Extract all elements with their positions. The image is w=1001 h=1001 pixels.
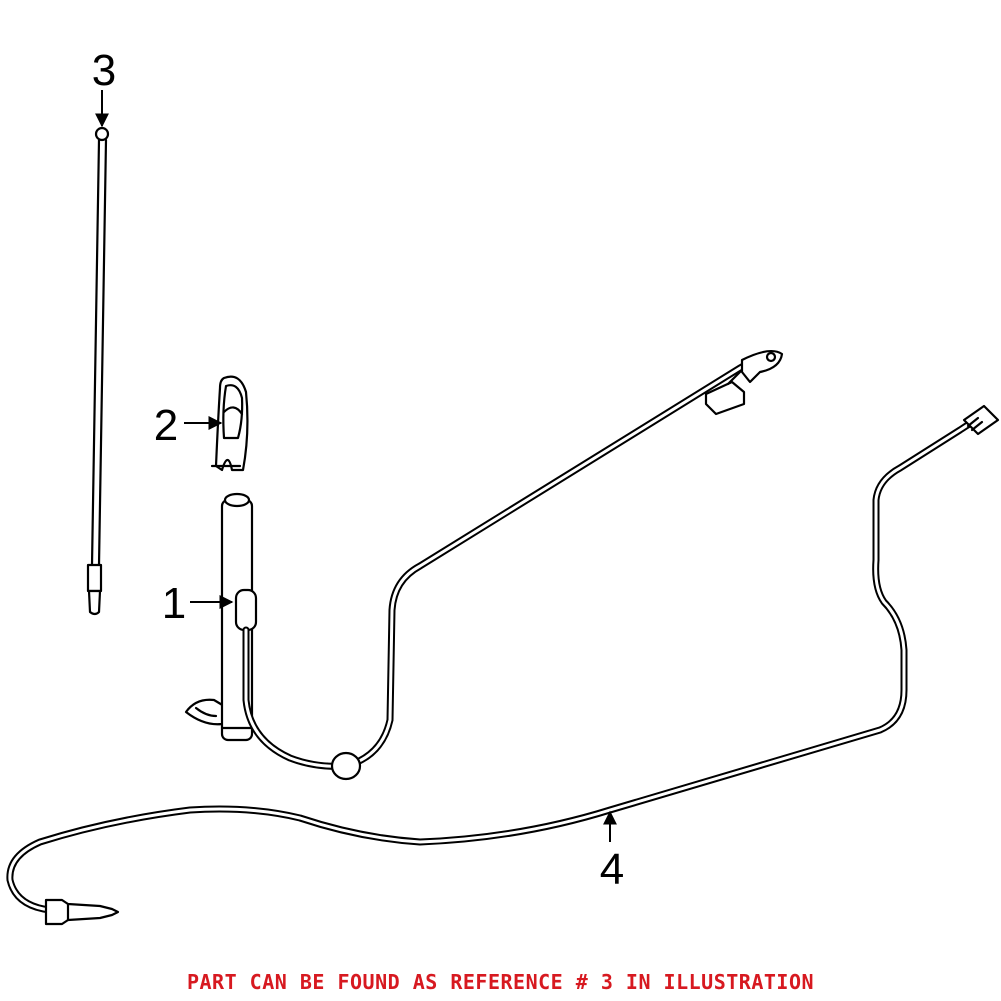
callout-4: 4	[600, 845, 624, 894]
antenna-mast	[86, 126, 110, 616]
antenna-lead-cable	[242, 349, 784, 781]
extension-cable	[6, 404, 1000, 926]
callout-3: 3	[92, 46, 116, 95]
footer-reference-note: PART CAN BE FOUND AS REFERENCE # 3 IN IL…	[186, 970, 815, 994]
callout-1: 1	[162, 579, 186, 628]
antenna-cover	[210, 375, 249, 472]
callout-2: 2	[154, 401, 178, 450]
